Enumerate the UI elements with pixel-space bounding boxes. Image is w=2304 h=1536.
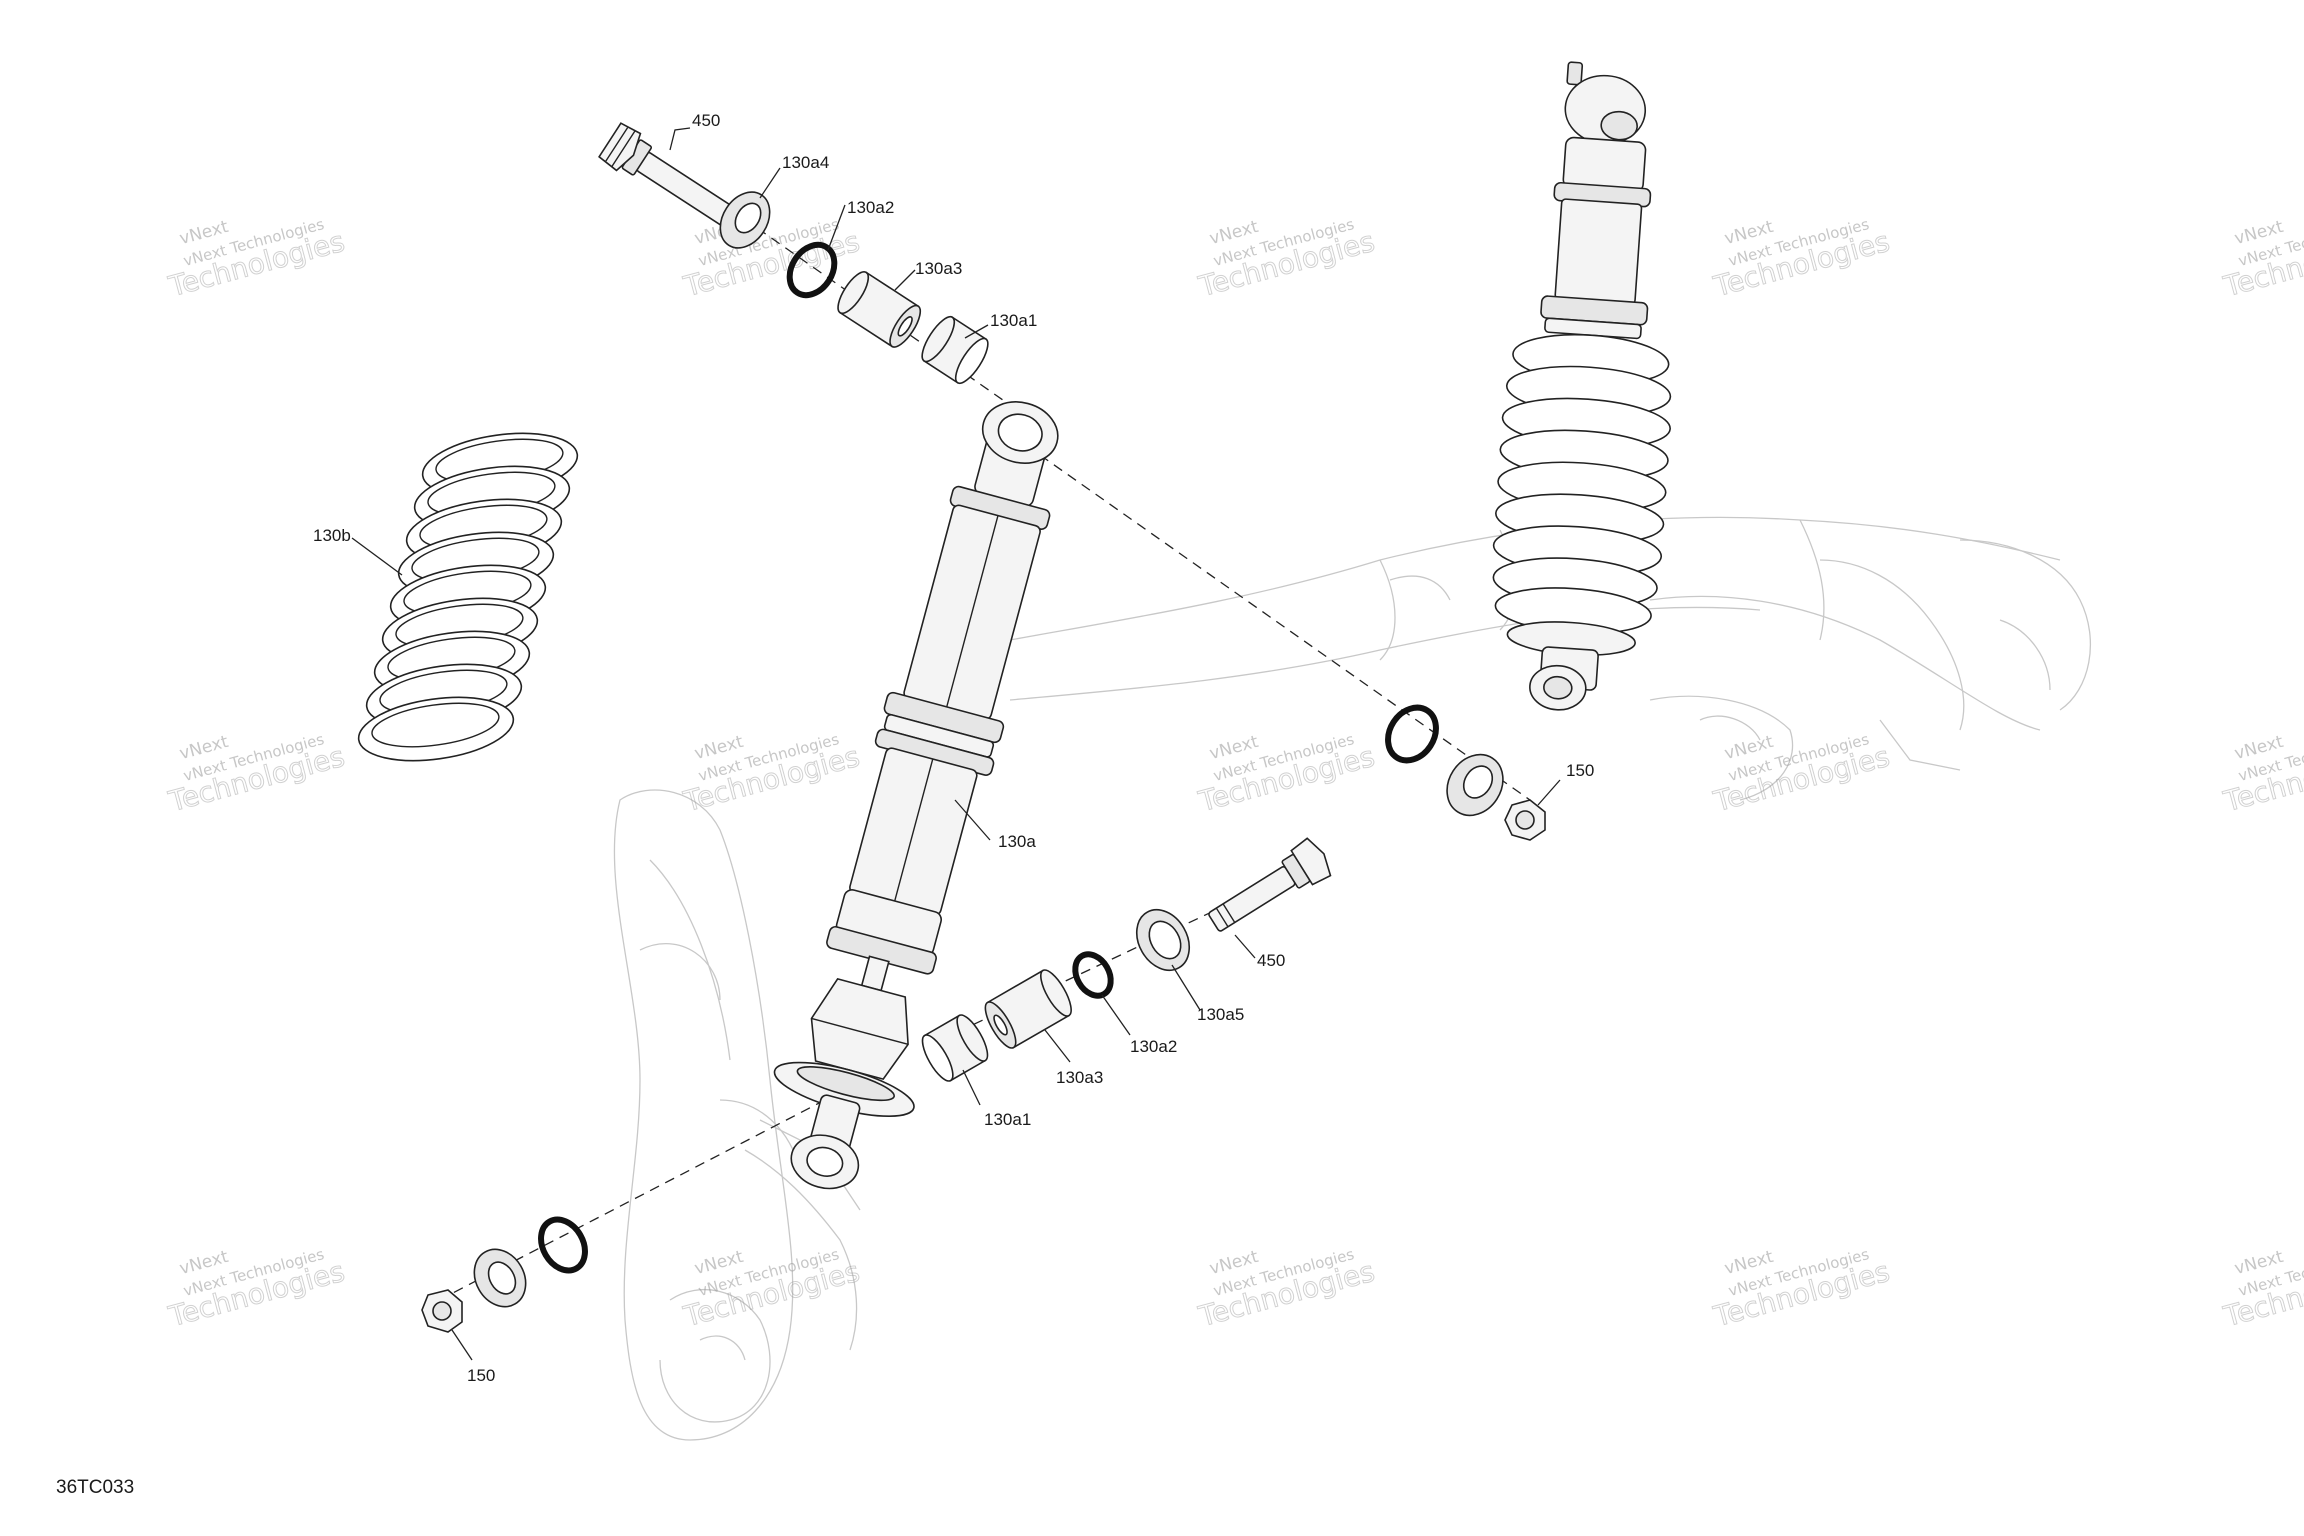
callout-spring: 130b — [313, 526, 351, 545]
watermark: vNext vNext Technologies Technologies — [2219, 215, 2304, 304]
callout-clip-bottom: 130a2 — [1130, 1037, 1177, 1056]
left-nut-150 — [421, 1289, 463, 1333]
bottom-bolt-450 — [1208, 837, 1332, 932]
callout-bolt-top: 450 — [692, 111, 720, 130]
watermark: vNext vNext Technologies Technologies — [164, 730, 348, 819]
watermark-grid: vNext vNext Technologies Technologies vN… — [164, 215, 2304, 1334]
watermark: vNext vNext Technologies Technologies — [1709, 215, 1893, 304]
leader-lines — [351, 127, 1561, 1361]
callout-bushing-bottom: 130a1 — [984, 1110, 1031, 1129]
watermark: vNext vNext Technologies Technologies — [164, 1245, 348, 1334]
top-washer-130a4 — [719, 191, 771, 249]
right-clip — [1385, 704, 1439, 764]
callout-nut-left: 150 — [467, 1366, 495, 1385]
right-nut-150 — [1504, 799, 1546, 841]
left-clip — [538, 1216, 588, 1274]
callout-nut-right: 150 — [1566, 761, 1594, 780]
watermark: vNext vNext Technologies Technologies — [1709, 730, 1893, 819]
right-washer — [1446, 753, 1504, 817]
watermark: vNext vNext Technologies Technologies — [679, 1245, 863, 1334]
watermark: vNext vNext Technologies Technologies — [2219, 730, 2304, 819]
coil-spring-130b — [357, 432, 579, 762]
callout-sleeve-bottom: 130a3 — [1056, 1068, 1103, 1087]
callout-shock: 130a — [998, 832, 1036, 851]
top-clip-130a2 — [786, 241, 838, 299]
watermark: vNext vNext Technologies Technologies — [679, 730, 863, 819]
bottom-bushing-130a1 — [921, 1014, 989, 1082]
background-frame-ghost — [613, 516, 2092, 1441]
callout-sleeve-top: 130a3 — [915, 259, 962, 278]
bottom-clip-130a2 — [1072, 951, 1114, 999]
assembled-shock-reference — [1492, 61, 1672, 711]
watermark: vNext vNext Technologies Technologies — [1194, 1245, 1378, 1334]
callout-washer-top: 130a4 — [782, 153, 829, 172]
left-washer — [473, 1248, 527, 1308]
watermark: vNext vNext Technologies Technologies — [1194, 730, 1378, 819]
shock-absorber-130a — [773, 401, 1059, 1190]
callout-labels: 450 130a4 130a2 130a3 130a1 130b 130a 15… — [313, 111, 1594, 1385]
top-sleeve-130a3 — [837, 271, 922, 348]
callout-bushing-top: 130a1 — [990, 311, 1037, 330]
spring-coil-inner — [371, 702, 500, 748]
bottom-sleeve-130a3 — [984, 969, 1072, 1049]
watermark: vNext vNext Technologies Technologies — [1194, 215, 1378, 304]
top-bushing-130a1 — [921, 315, 989, 385]
watermark: vNext vNext Technologies Technologies — [164, 215, 348, 304]
watermark: vNext vNext Technologies Technologies — [1709, 1245, 1893, 1334]
watermark: vNext vNext Technologies Technologies — [2219, 1245, 2304, 1334]
callout-bolt-bottom: 450 — [1257, 951, 1285, 970]
callout-clip-top: 130a2 — [847, 198, 894, 217]
bottom-washer-130a5 — [1135, 909, 1191, 971]
callout-washer-bottom: 130a5 — [1197, 1005, 1244, 1024]
drawing-code: 36TC033 — [56, 1477, 134, 1498]
